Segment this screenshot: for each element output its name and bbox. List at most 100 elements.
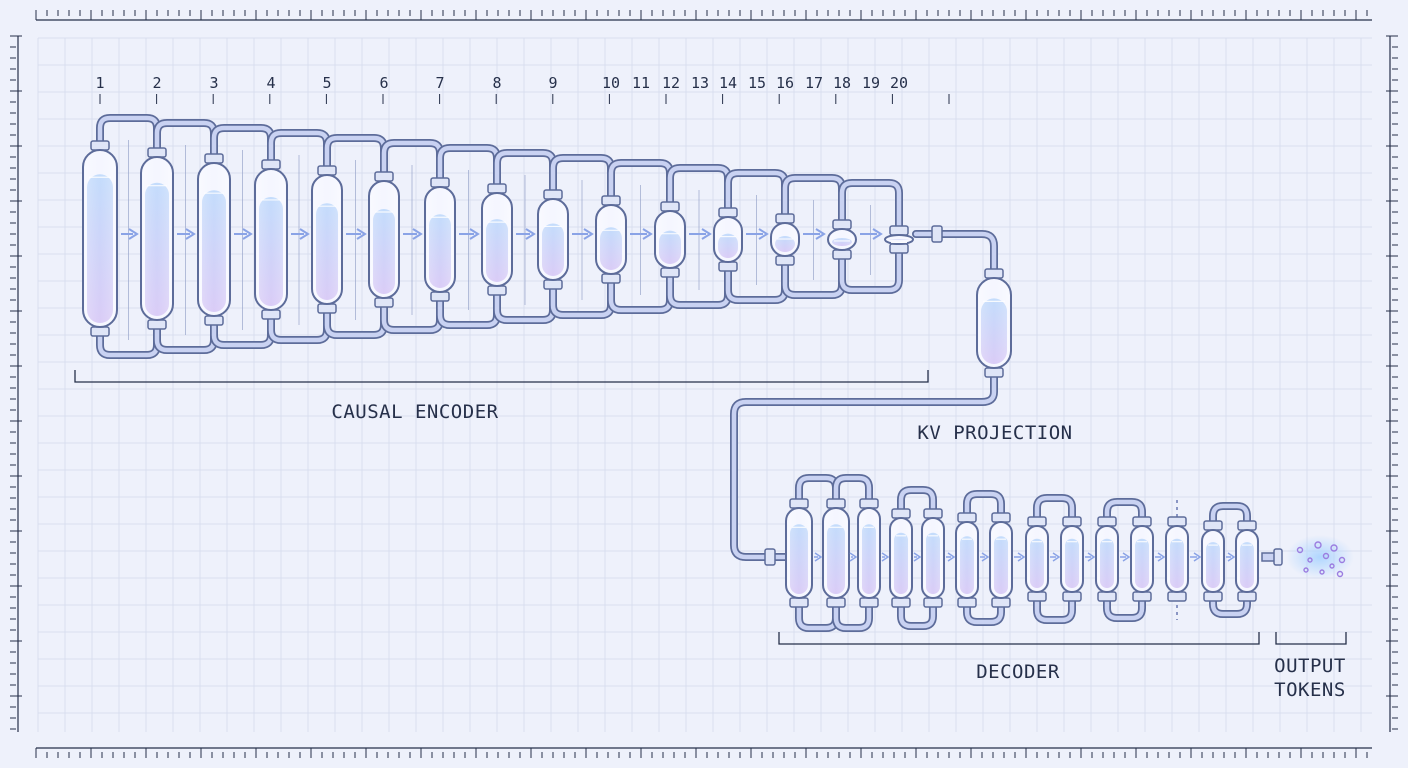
decoder-vessel <box>857 498 881 608</box>
decoder-vessel <box>785 498 813 608</box>
flow-arrow <box>1014 552 1026 562</box>
stage-number: 7 <box>435 74 444 92</box>
stage-number: 1 <box>95 74 104 92</box>
encoder-vessel <box>82 140 118 337</box>
vessel-group <box>82 140 1259 608</box>
flow-arrow <box>1226 552 1236 562</box>
encoder-vessel <box>140 147 174 330</box>
flow-arrow <box>516 228 536 240</box>
flow-arrow <box>881 552 890 562</box>
encoder-vessel <box>368 171 400 308</box>
ruler-frame <box>10 10 1398 758</box>
flow-arrow <box>234 228 253 240</box>
flow-arrow <box>1120 552 1131 562</box>
token-particle <box>1296 546 1304 554</box>
flow-arrow <box>689 228 712 240</box>
decoder-vessel <box>1025 516 1049 602</box>
encoder-label: CAUSAL ENCODER <box>331 401 498 423</box>
flow-arrow <box>913 552 922 562</box>
stage-number: 18 <box>833 74 851 92</box>
stage-number: 19 <box>862 74 880 92</box>
grid-background <box>37 37 1372 732</box>
flow-arrow <box>121 228 139 240</box>
output-tokens-label-line2: TOKENS <box>1274 679 1346 701</box>
decoder-vessel <box>989 512 1013 608</box>
decoder-vessel <box>822 498 850 608</box>
decoder-vessel <box>955 512 979 608</box>
output-bracket <box>1275 632 1347 645</box>
output-tokens-label-line1: OUTPUT <box>1274 655 1346 677</box>
flow-arrow <box>1190 552 1202 562</box>
pipe-coupling <box>931 225 943 243</box>
encoder-vessel <box>311 165 343 314</box>
token-particle <box>1322 552 1330 560</box>
flow-arrow <box>291 228 310 240</box>
flow-arrow <box>746 228 769 240</box>
token-particle <box>1307 557 1313 563</box>
encoder-vessel <box>197 153 231 326</box>
flow-arrow <box>459 228 480 240</box>
encoder-vessel <box>713 207 743 272</box>
stage-number: 10 <box>602 74 620 92</box>
stage-number: 17 <box>805 74 823 92</box>
flow-arrow <box>980 552 990 562</box>
stage-number: 8 <box>492 74 501 92</box>
encoder-vessel <box>254 159 288 320</box>
stage-number: 4 <box>266 74 275 92</box>
encoder-bracket <box>74 370 929 383</box>
stage-number: 11 <box>632 74 650 92</box>
decoder-label: DECODER <box>976 661 1060 683</box>
flow-arrow <box>1155 552 1166 562</box>
encoder-vessel <box>654 201 686 278</box>
encoder-vessel <box>537 189 569 290</box>
stage-number: 2 <box>152 74 161 92</box>
encoder-vessel <box>770 213 800 266</box>
stage-number: 16 <box>776 74 794 92</box>
stage-number: 9 <box>548 74 557 92</box>
token-particle <box>1314 541 1322 549</box>
flow-arrow <box>946 552 956 562</box>
stage-number: 15 <box>748 74 766 92</box>
token-particle <box>1303 567 1309 573</box>
decoder-vessel <box>889 508 913 608</box>
output-coupling <box>1273 548 1283 566</box>
flow-arrow <box>1085 552 1096 562</box>
decoder-vessel <box>1095 516 1119 602</box>
pipe-coupling <box>764 548 776 566</box>
encoder-vessel <box>827 219 857 260</box>
flow-arrow <box>346 228 367 240</box>
decoder-vessel <box>1165 516 1189 602</box>
kv-projection-label: KV PROJECTION <box>917 422 1072 444</box>
stage-number: 12 <box>662 74 680 92</box>
decoder-vessel <box>1201 520 1225 602</box>
decoder-vessel <box>1235 520 1259 602</box>
stage-number: 5 <box>322 74 331 92</box>
token-particle <box>1329 563 1335 569</box>
flow-arrow <box>860 228 883 240</box>
kv-projection-vessel <box>976 268 1012 378</box>
decoder-vessel <box>1130 516 1154 602</box>
decoder-bracket <box>778 632 1260 645</box>
token-particle <box>1319 569 1325 575</box>
flow-arrow <box>630 228 653 240</box>
token-particle <box>1338 556 1346 564</box>
flow-arrow <box>1050 552 1061 562</box>
flow-arrow <box>814 552 823 562</box>
token-particle <box>1330 544 1338 552</box>
encoder-output-pipe <box>912 230 998 274</box>
stage-number: 6 <box>379 74 388 92</box>
decoder-vessel <box>1060 516 1084 602</box>
decoder-vessel <box>921 508 945 608</box>
encoder-vessel <box>481 183 513 296</box>
flow-arrow <box>572 228 594 240</box>
encoder-vessel <box>884 225 914 254</box>
flow-arrow <box>403 228 423 240</box>
stage-number: 13 <box>691 74 709 92</box>
output-token-particles <box>1261 535 1354 579</box>
stage-number: 3 <box>209 74 218 92</box>
flow-arrow <box>803 228 826 240</box>
stage-number: 14 <box>719 74 737 92</box>
pipe-network <box>96 114 1251 632</box>
